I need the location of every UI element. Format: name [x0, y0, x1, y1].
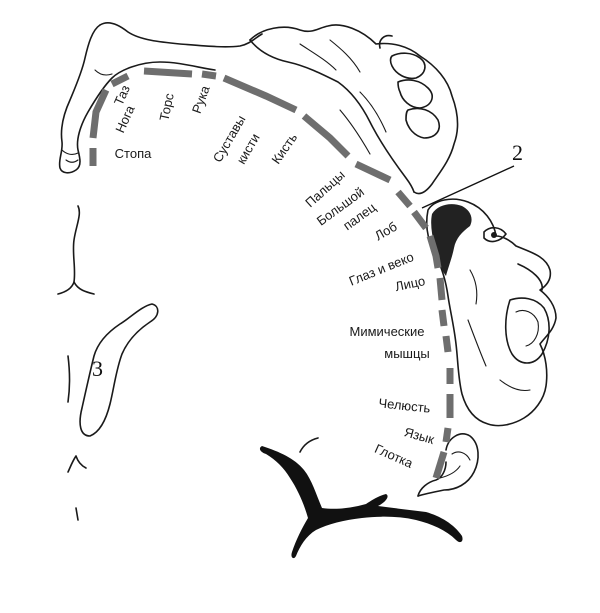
label-stopa: Стопа [115, 146, 152, 161]
arc-segment-wrist [222, 74, 298, 114]
label-ruka: Рука [189, 83, 213, 116]
sulcus-outline-icon [57, 205, 95, 521]
leg-drawing-icon [58, 22, 263, 174]
label-myshtsy: мышцы [384, 346, 430, 361]
arc-segment-mimic-2 [442, 335, 452, 353]
label-mimicheskie: Мимические [350, 324, 425, 339]
label-glotka: Глотка [372, 441, 415, 471]
label-litso: Лицо [394, 273, 427, 294]
arc-segment-arm [201, 70, 217, 80]
label-yazyk: Язык [403, 424, 437, 447]
arc-segment-hand [301, 113, 351, 159]
label-lob: Лоб [372, 219, 400, 244]
arc-segment-eye [426, 234, 442, 269]
label-noga: Нога [112, 102, 138, 135]
hand-drawing-icon [249, 24, 459, 195]
callout-2: 2 [512, 140, 523, 165]
arc-segment-hip [110, 72, 130, 88]
blood-vessel-icon [259, 437, 463, 559]
callout-3: 3 [92, 356, 103, 381]
face-drawing-icon [425, 198, 557, 427]
motor-cortex-arc [89, 67, 454, 480]
insula-outline-icon [79, 303, 159, 437]
label-tors: Торс [156, 91, 177, 122]
arc-segment-fingers [354, 160, 392, 184]
arc-segment-tongue [442, 427, 452, 443]
arc-segment-forehead [411, 209, 429, 231]
tongue-drawing-icon [417, 433, 479, 497]
arc-segment-mimic-1 [438, 309, 448, 327]
label-chelyust: Челюсть [378, 395, 432, 415]
label-kist: Кисть [268, 130, 300, 167]
arc-segment-pharynx [432, 450, 448, 480]
arc-segment-face [436, 277, 446, 301]
arc-segment-leg [89, 88, 110, 139]
callout-2-pointer [421, 165, 515, 209]
arc-segment-thumb [395, 189, 413, 209]
arc-segment-trunk [143, 67, 193, 78]
